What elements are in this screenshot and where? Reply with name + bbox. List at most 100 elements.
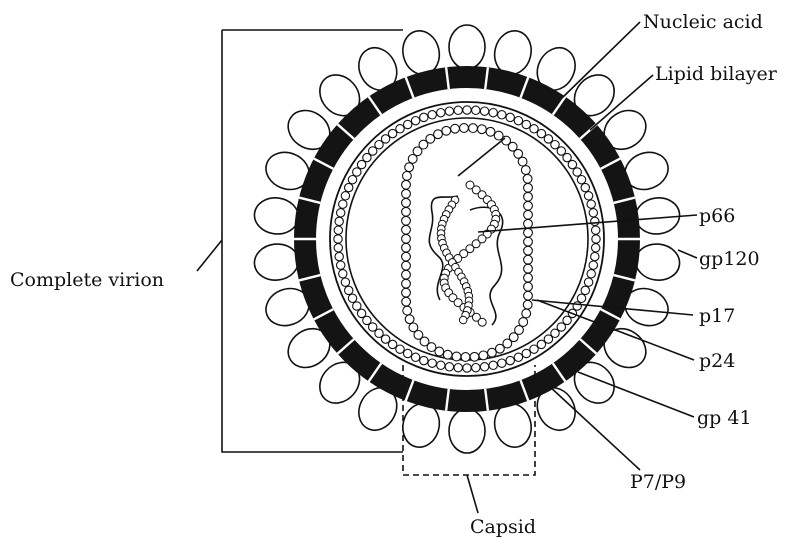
capsid-leader (467, 475, 478, 513)
p24-bead (405, 315, 414, 324)
nucleic-acid-bead-chain (437, 181, 500, 326)
p24-bead (470, 352, 479, 361)
p17-bead (592, 235, 600, 243)
p17-bead (334, 235, 342, 243)
p24-bead (403, 306, 412, 315)
p24-bead (524, 201, 533, 210)
p17-bead (454, 364, 462, 372)
p17-bead (445, 363, 453, 371)
p17-bead (592, 244, 600, 252)
p24-bead (402, 180, 411, 189)
p24-bead (402, 216, 411, 225)
p17-bead (472, 106, 480, 114)
p24-bead (524, 246, 533, 255)
matrix-outer-line (330, 102, 604, 376)
p17-bead (472, 364, 480, 372)
p17-bead (587, 200, 595, 208)
gp120-knob (252, 195, 300, 236)
p17-bead (568, 160, 576, 168)
p24-bead (402, 198, 411, 207)
p17-bead (522, 120, 530, 128)
p17-bead (334, 244, 342, 252)
p17-bead (506, 113, 514, 121)
p17-bead (348, 294, 356, 302)
p24-bead (402, 297, 411, 306)
p24-bead (402, 207, 411, 216)
p17-bead (573, 302, 581, 310)
p17-bead (587, 270, 595, 278)
p17-bead (551, 141, 559, 149)
p17-bead (522, 349, 530, 357)
p17-bead (337, 261, 345, 269)
gp120-oval-ring (252, 25, 681, 453)
p24-bead (402, 225, 411, 234)
p17-bead (345, 286, 353, 294)
p24-bead (524, 183, 533, 192)
p17-bead (577, 176, 585, 184)
gp120-knob (634, 195, 682, 236)
matrix-inner-line (346, 118, 588, 360)
gp120-knob (634, 242, 682, 283)
p17-bead (345, 183, 353, 191)
p17-bead (339, 270, 347, 278)
p24-bead (403, 172, 412, 181)
p24-bead (460, 124, 469, 133)
p24-bead (452, 352, 461, 361)
label-gp120: gp120 (699, 248, 760, 270)
p17-bead (557, 323, 565, 331)
p24-bead (522, 309, 531, 318)
gp120-knob (449, 25, 485, 69)
p24-bead (524, 228, 533, 237)
p17-bead (437, 361, 445, 369)
p24-bead (524, 237, 533, 246)
p24-bead (402, 288, 411, 297)
p17-bead (581, 286, 589, 294)
p17-bead (348, 176, 356, 184)
p17-bead (454, 106, 462, 114)
chain-bead (459, 316, 467, 324)
p17-bead (592, 226, 600, 234)
p24-bead (478, 125, 487, 134)
label-nucleic-acid: Nucleic acid (643, 11, 763, 33)
p24-bead (402, 189, 411, 198)
p24-bead (402, 270, 411, 279)
p17-bead (591, 217, 599, 225)
p24-bead (524, 192, 533, 201)
p17-bead (411, 353, 419, 361)
p24-bead (519, 318, 528, 327)
p17-bead (591, 252, 599, 260)
p17-bead (339, 200, 347, 208)
p17-bead (589, 209, 597, 217)
p17-bead (489, 361, 497, 369)
p17-bead (388, 129, 396, 137)
p17-bead (489, 109, 497, 117)
label-capsid: Capsid (470, 516, 536, 538)
p17-bead (420, 113, 428, 121)
p24-bead (524, 273, 533, 282)
p17-bead (498, 359, 506, 367)
p17-bead (463, 364, 471, 372)
chain-bead (478, 318, 486, 326)
p24-bead (524, 210, 533, 219)
p24-bead (451, 124, 460, 133)
p17-bead (428, 111, 436, 119)
p24-bead (524, 291, 533, 300)
p17-bead (353, 302, 361, 310)
gp120-leader (678, 250, 697, 258)
label-gp41: gp 41 (697, 407, 752, 429)
p17-bead (404, 120, 412, 128)
p17-bead (584, 278, 592, 286)
p17-bead (341, 278, 349, 286)
p17-bead (420, 356, 428, 364)
p17-bead (334, 226, 342, 234)
p17-bead (577, 294, 585, 302)
p17-bead (581, 183, 589, 191)
p17-bead (353, 168, 361, 176)
p24-bead (442, 126, 451, 135)
p24-bead (402, 279, 411, 288)
label-p66: p66 (699, 205, 735, 227)
nucleic-acid-leader-inner (458, 138, 505, 176)
p17-bead (463, 106, 471, 114)
p17-bead (396, 125, 404, 133)
